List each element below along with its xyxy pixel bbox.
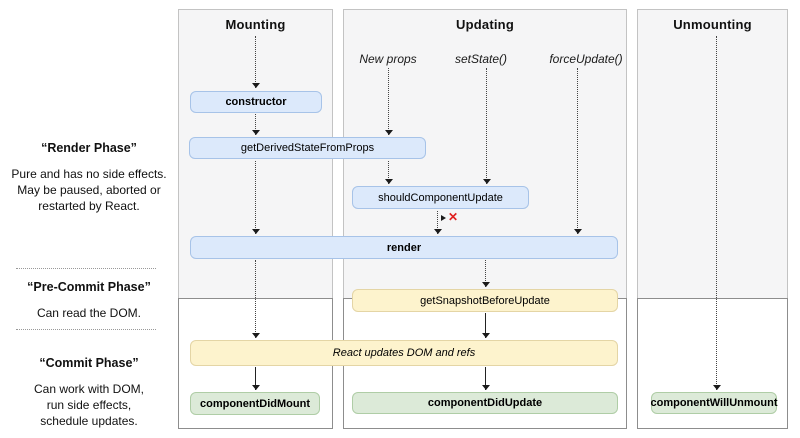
react-updates-dom-bar: React updates DOM and refs — [190, 340, 618, 366]
arrow-domupdate-to-didupdate — [482, 367, 490, 390]
pre-commit-phase-label: “Pre-Commit Phase” Can read the DOM. — [0, 280, 178, 321]
arrow-scu-to-render — [434, 211, 442, 234]
pre-commit-phase-desc-line: Can read the DOM. — [36, 306, 142, 320]
arrow-constructor-to-gdsfp — [252, 114, 260, 135]
pre-commit-phase-title: “Pre-Commit Phase” — [27, 280, 151, 294]
arrow-unmounting-to-willunmount — [713, 36, 721, 390]
arrow-mounting-to-constructor — [252, 36, 260, 88]
method-render[interactable]: render — [190, 236, 618, 259]
arrow-render-to-snapshot — [482, 260, 490, 287]
render-phase-desc-line: May be paused, aborted or — [17, 183, 161, 197]
render-phase-desc-line: Pure and has no side effects. — [11, 167, 167, 181]
column-header-unmounting: Unmounting — [673, 17, 752, 32]
column-header-mounting: Mounting — [225, 17, 286, 32]
render-phase-desc-line: restarted by React. — [38, 199, 140, 213]
method-getsnapshotbeforeupdate[interactable]: getSnapshotBeforeUpdate — [352, 289, 618, 312]
phase-divider — [16, 268, 156, 269]
method-shouldcomponentupdate[interactable]: shouldComponentUpdate — [352, 186, 529, 209]
trigger-new-props: New props — [359, 52, 417, 66]
column-header-updating: Updating — [456, 17, 514, 32]
trigger-setstate: setState() — [454, 52, 508, 66]
method-componentdidmount[interactable]: componentDidMount — [190, 392, 320, 415]
method-constructor[interactable]: constructor — [190, 91, 322, 113]
arrow-newprops-to-gdsfp — [385, 68, 393, 135]
method-componentdidupdate[interactable]: componentDidUpdate — [352, 392, 618, 414]
arrow-setstate-to-scu — [483, 68, 491, 184]
arrow-gdsfp-to-render-mounting — [252, 161, 260, 234]
arrow-forceupdate-to-render — [574, 68, 582, 234]
trigger-forceupdate: forceUpdate() — [549, 52, 623, 66]
arrow-gdsfp-to-scu — [385, 161, 393, 184]
commit-phase-desc-line: run side effects, — [46, 398, 132, 412]
method-componentwillunmount[interactable]: componentWillUnmount — [651, 392, 778, 414]
render-phase-label: “Render Phase” Pure and has no side effe… — [0, 141, 178, 214]
stop-branch-arrow-icon — [441, 215, 446, 221]
unmounting-render-phase-panel — [637, 9, 788, 299]
commit-phase-desc-line: Can work with DOM, — [33, 382, 145, 396]
arrow-render-to-domupdate-mounting — [252, 260, 260, 338]
stop-x-icon: ✕ — [448, 210, 459, 224]
render-phase-title: “Render Phase” — [41, 141, 137, 155]
commit-phase-label: “Commit Phase” Can work with DOM, run si… — [0, 356, 178, 429]
arrow-snapshot-to-domupdate — [482, 313, 490, 338]
commit-phase-desc-line: schedule updates. — [40, 414, 138, 428]
method-getderivedstatefromprops[interactable]: getDerivedStateFromProps — [189, 137, 426, 159]
commit-phase-title: “Commit Phase” — [39, 356, 139, 370]
arrow-domupdate-to-didmount — [252, 367, 260, 390]
phase-divider — [16, 329, 156, 330]
